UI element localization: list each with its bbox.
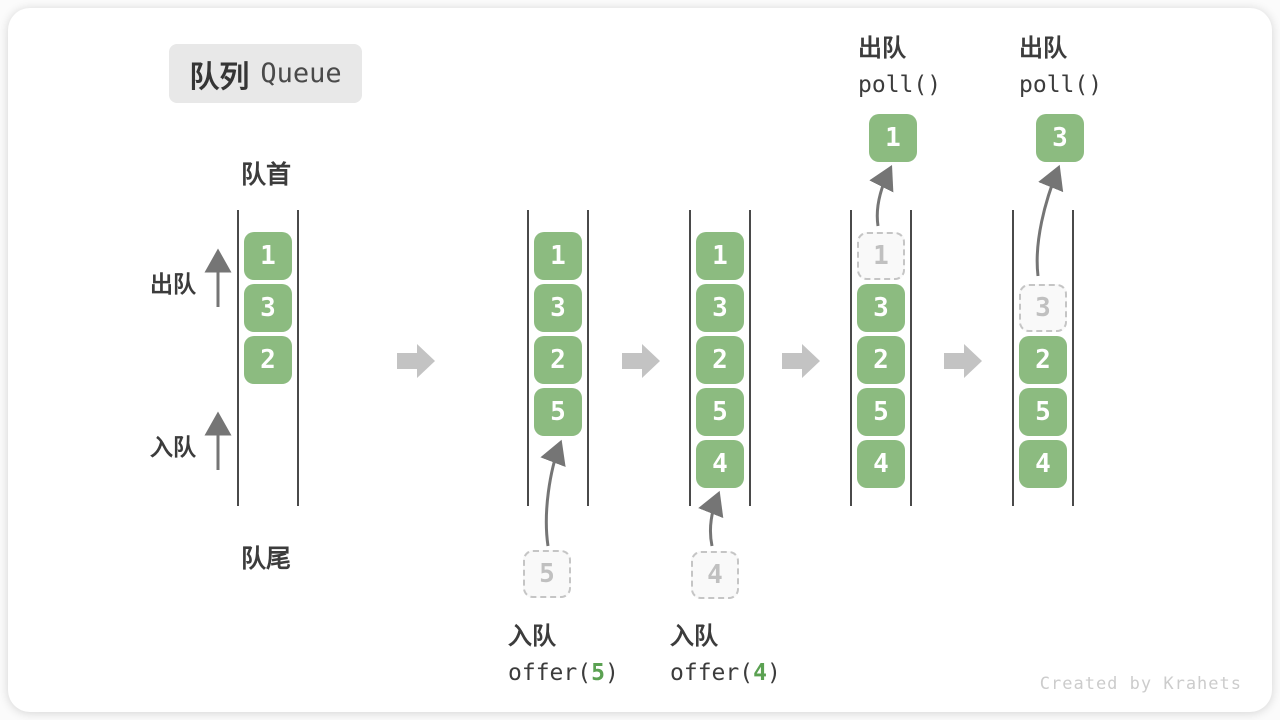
queue-item: 1 bbox=[534, 232, 582, 280]
queue-item: 3 bbox=[696, 284, 744, 332]
queue-item-outgoing: 1 bbox=[869, 114, 917, 162]
queue-item-outgoing: 3 bbox=[1036, 114, 1084, 162]
queue-column-1 bbox=[237, 210, 299, 506]
operation-action: 出队 bbox=[1019, 35, 1067, 62]
title-zh: 队列 bbox=[189, 60, 250, 94]
operation-code: poll() bbox=[1019, 72, 1103, 98]
queue-item: 1 bbox=[696, 232, 744, 280]
queue-item: 5 bbox=[696, 388, 744, 436]
operation-label: 出队 poll() bbox=[1019, 28, 1102, 98]
queue-item: 2 bbox=[857, 336, 905, 384]
queue-column-3 bbox=[689, 210, 751, 506]
queue-item: 5 bbox=[857, 388, 905, 436]
queue-rear-label: 队尾 bbox=[240, 545, 292, 573]
queue-column-2 bbox=[527, 210, 589, 506]
operation-action: 入队 bbox=[670, 623, 718, 650]
title-en: Queue bbox=[260, 58, 342, 89]
queue-item: 4 bbox=[1019, 440, 1067, 488]
queue-item: 2 bbox=[534, 336, 582, 384]
dequeue-label: 出队 bbox=[150, 271, 196, 297]
enqueue-label: 入队 bbox=[150, 434, 196, 460]
queue-column-5 bbox=[1012, 210, 1074, 506]
operation-label: 出队 poll() bbox=[858, 28, 941, 98]
queue-item: 3 bbox=[244, 284, 292, 332]
queue-item: 4 bbox=[696, 440, 744, 488]
queue-item: 5 bbox=[1019, 388, 1067, 436]
queue-item-incoming: 5 bbox=[523, 550, 571, 598]
operation-code: offer(4) bbox=[670, 660, 781, 686]
watermark: Created by Krahets bbox=[1039, 674, 1242, 694]
operation-action: 出队 bbox=[858, 35, 906, 62]
operation-label: 入队 offer(4) bbox=[670, 616, 781, 686]
queue-item: 2 bbox=[1019, 336, 1067, 384]
operation-label: 入队 offer(5) bbox=[508, 616, 619, 686]
operation-code: poll() bbox=[858, 72, 942, 98]
queue-item: 2 bbox=[696, 336, 744, 384]
queue-item: 3 bbox=[857, 284, 905, 332]
queue-column-4 bbox=[850, 210, 912, 506]
queue-item-removed: 3 bbox=[1019, 284, 1067, 332]
queue-front-label: 队首 bbox=[240, 161, 292, 189]
queue-item: 2 bbox=[244, 336, 292, 384]
queue-item: 5 bbox=[534, 388, 582, 436]
title-badge: 队列 Queue bbox=[169, 44, 362, 103]
operation-code: offer(5) bbox=[508, 660, 619, 686]
operation-action: 入队 bbox=[508, 623, 556, 650]
queue-item: 4 bbox=[857, 440, 905, 488]
queue-item-removed: 1 bbox=[857, 232, 905, 280]
queue-item: 3 bbox=[534, 284, 582, 332]
queue-item: 1 bbox=[244, 232, 292, 280]
queue-item-incoming: 4 bbox=[691, 551, 739, 599]
